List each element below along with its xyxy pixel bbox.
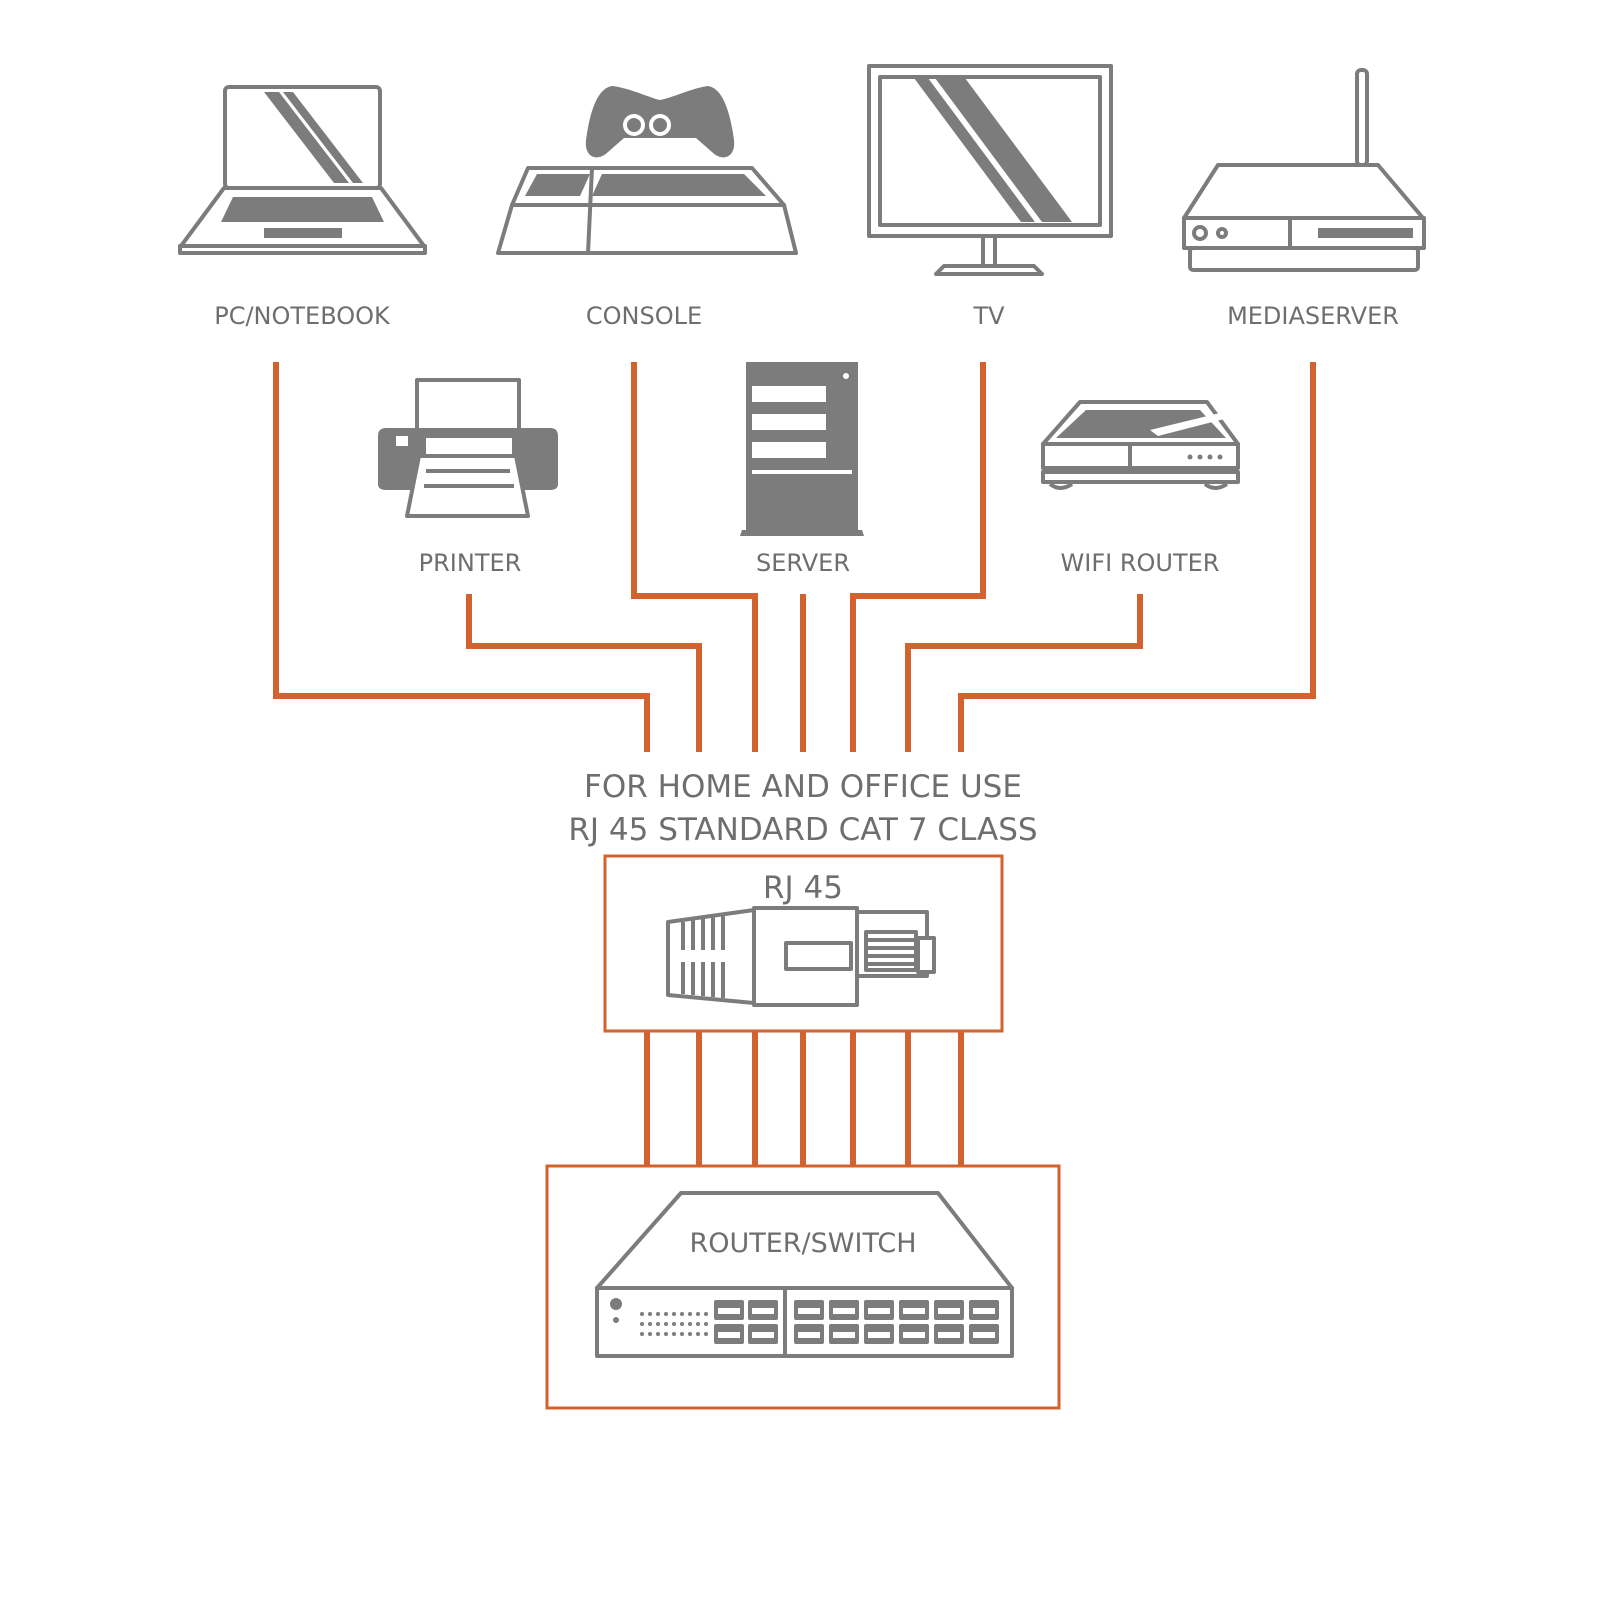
- printer-icon: [378, 378, 558, 518]
- tv-icon: [867, 64, 1113, 276]
- router-switch-label: ROUTER/SWITCH: [689, 1228, 916, 1259]
- label-console: CONSOLE: [586, 302, 702, 330]
- cable-tv: [850, 362, 986, 752]
- caption-line-1: FOR HOME AND OFFICE USE: [584, 769, 1022, 805]
- cable-wifi-router: [905, 594, 1143, 752]
- rj45-connector-icon: [666, 906, 936, 1007]
- cable-console: [631, 362, 758, 752]
- server-icon: [740, 362, 864, 536]
- label-server: SERVER: [756, 549, 850, 577]
- switch-icon: [595, 1286, 1014, 1358]
- gamepad-icon: [585, 86, 735, 158]
- cable-pc-notebook: [273, 362, 650, 752]
- label-wifi-router: WIFI ROUTER: [1061, 549, 1220, 577]
- laptop-icon: [178, 85, 427, 255]
- cables-lower: [644, 1031, 964, 1166]
- cables-upper: [273, 362, 1316, 752]
- router-switch-box: ROUTER/SWITCH: [545, 1164, 1061, 1410]
- rj45-label: RJ 45: [763, 870, 843, 906]
- label-printer: PRINTER: [419, 549, 522, 577]
- wifi-router-icon: [1041, 400, 1240, 490]
- cable-mediaserver: [958, 362, 1316, 752]
- cable-printer: [466, 594, 702, 752]
- mediaserver-icon: [1182, 68, 1426, 272]
- label-pc-notebook: PC/NOTEBOOK: [214, 302, 391, 330]
- rj45-box: RJ 45: [603, 854, 1004, 1033]
- console-icon: [496, 166, 798, 255]
- label-mediaserver: MEDIASERVER: [1227, 302, 1399, 330]
- caption-line-2: RJ 45 STANDARD CAT 7 CLASS: [568, 812, 1037, 848]
- label-tv: TV: [972, 302, 1005, 330]
